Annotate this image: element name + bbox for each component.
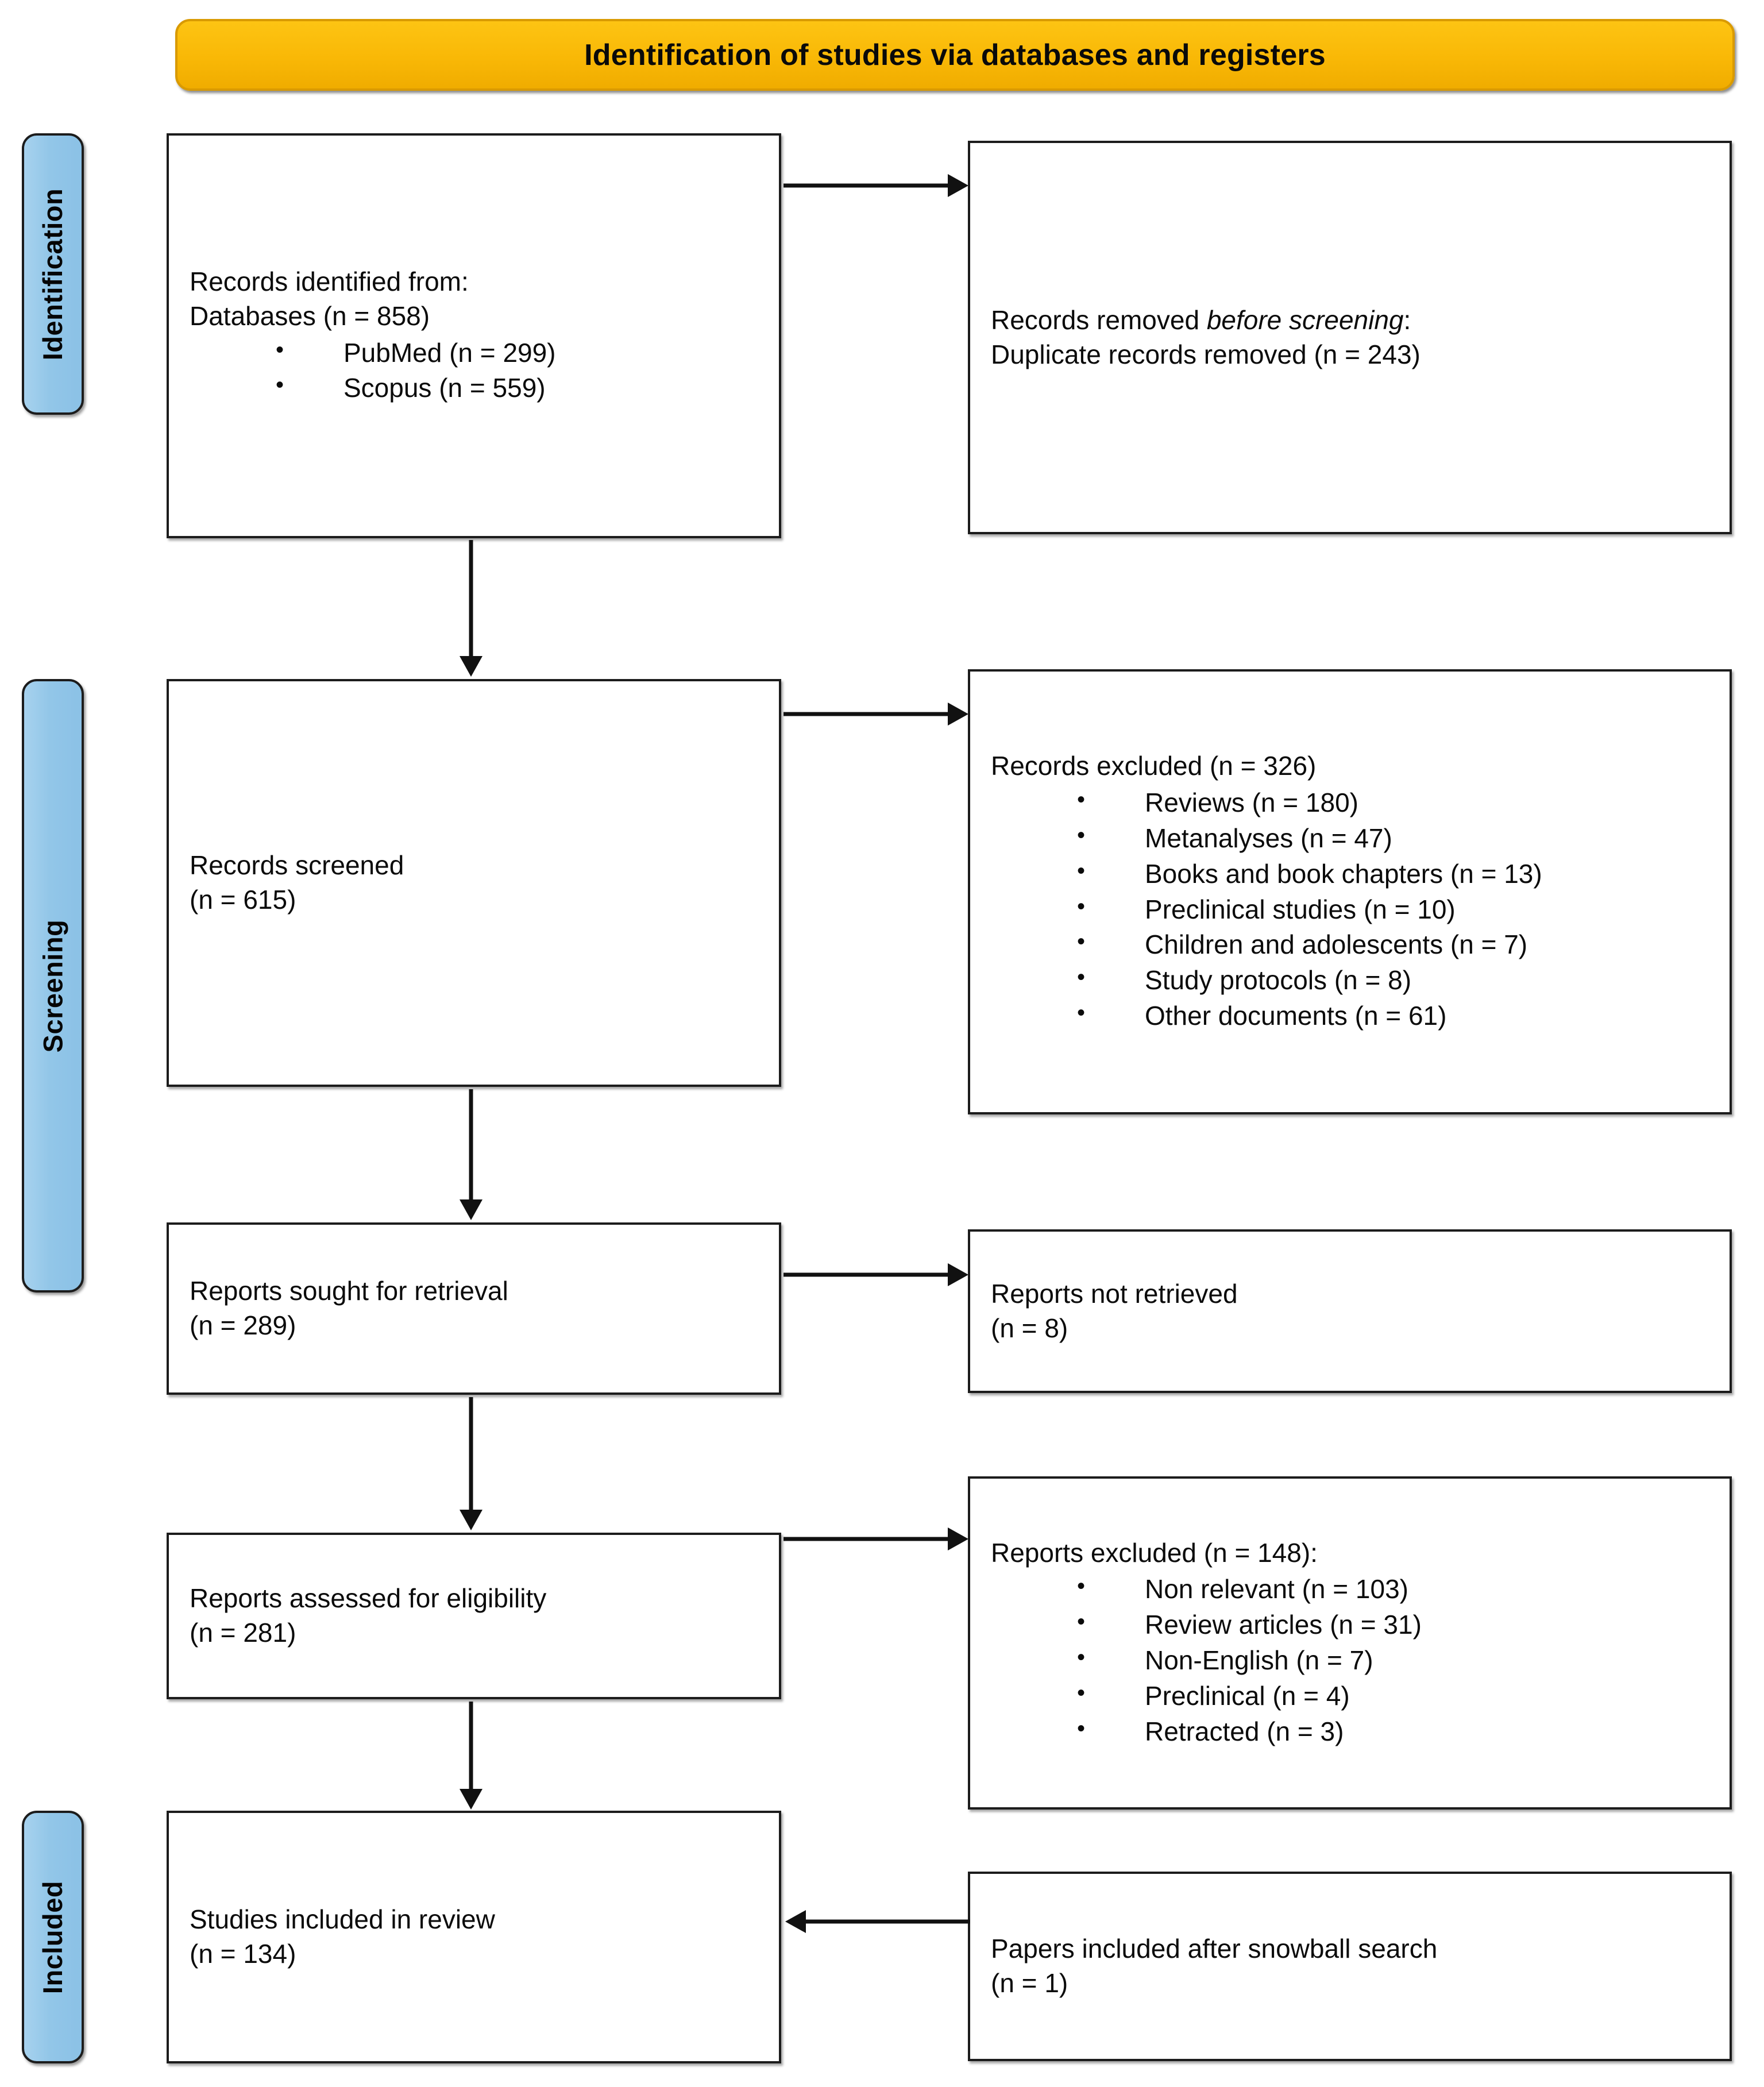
list-item: Non-English (n = 7) xyxy=(1077,1642,1712,1678)
records-removed-line1-italic: before screening xyxy=(1206,304,1404,335)
stage-rail-label-screening: Screening xyxy=(37,919,68,1052)
list-item: Retracted (n = 3) xyxy=(1077,1714,1712,1749)
reports-sought-line1: Reports sought for retrieval xyxy=(190,1276,508,1306)
list-item: Non relevant (n = 103) xyxy=(1077,1571,1712,1607)
arrow-identified-to-screened xyxy=(458,540,484,678)
reports-sought-line2: (n = 289) xyxy=(190,1310,296,1340)
reports-excluded-line1: Reports excluded (n = 148): xyxy=(991,1537,1318,1568)
records-excluded-line1: Records excluded (n = 326) xyxy=(991,751,1317,781)
list-item: Study protocols (n = 8) xyxy=(1077,962,1712,998)
records-screened-line2: (n = 615) xyxy=(190,885,296,915)
records-removed-line2: Duplicate records removed (n = 243) xyxy=(991,339,1421,369)
box-studies-included-in-review: Studies included in review (n = 134) xyxy=(167,1811,781,2063)
arrow-assessed-to-included xyxy=(458,1702,484,1811)
box-records-screened: Records screened (n = 615) xyxy=(167,679,781,1087)
box-reports-not-retrieved: Reports not retrieved (n = 8) xyxy=(968,1229,1732,1393)
stage-rail-identification: Identification xyxy=(22,133,84,415)
records-removed-line1: Records removed before screening: xyxy=(991,303,1712,338)
list-item: Preclinical studies (n = 10) xyxy=(1077,892,1712,927)
studies-included-line1: Studies included in review xyxy=(190,1904,495,1935)
arrow-screened-to-records-excluded xyxy=(783,701,970,727)
records-removed-line1-pre: Records removed xyxy=(991,304,1207,335)
records-excluded-reasons: Reviews (n = 180) Metanalyses (n = 47) B… xyxy=(991,785,1712,1033)
diagram-header-banner: Identification of studies via databases … xyxy=(175,19,1735,91)
records-identified-sources: PubMed (n = 299) Scopus (n = 559) xyxy=(190,335,762,406)
box-papers-included-snowball-search: Papers included after snowball search (n… xyxy=(968,1872,1732,2061)
arrow-screened-to-sought xyxy=(458,1089,484,1221)
records-identified-line2: Databases (n = 858) xyxy=(190,300,430,331)
records-screened-line1: Records screened xyxy=(190,850,404,881)
box-records-removed-before-screening: Records removed before screening: Duplic… xyxy=(968,141,1732,534)
reports-not-retrieved-line1: Reports not retrieved xyxy=(991,1278,1238,1309)
list-item: Books and book chapters (n = 13) xyxy=(1077,856,1712,892)
stage-rail-label-included: Included xyxy=(37,1880,68,1994)
page-title: Identification of studies via databases … xyxy=(584,38,1326,72)
arrow-sought-to-not-retrieved xyxy=(783,1262,970,1288)
list-item: PubMed (n = 299) xyxy=(276,335,762,371)
list-item: Review articles (n = 31) xyxy=(1077,1607,1712,1642)
box-records-identified: Records identified from: Databases (n = … xyxy=(167,133,781,538)
reports-assessed-line2: (n = 281) xyxy=(190,1618,296,1648)
stage-rail-screening: Screening xyxy=(22,679,84,1293)
records-removed-line1-post: : xyxy=(1403,304,1411,335)
list-item: Metanalyses (n = 47) xyxy=(1077,820,1712,856)
reports-excluded-reasons: Non relevant (n = 103) Review articles (… xyxy=(991,1571,1712,1749)
list-item: Scopus (n = 559) xyxy=(276,370,762,406)
arrow-sought-to-assessed xyxy=(458,1397,484,1532)
list-item: Other documents (n = 61) xyxy=(1077,998,1712,1033)
reports-assessed-line1: Reports assessed for eligibility xyxy=(190,1583,547,1614)
box-records-excluded: Records excluded (n = 326) Reviews (n = … xyxy=(968,669,1732,1114)
arrow-snowball-to-included xyxy=(783,1908,970,1935)
stage-rail-included: Included xyxy=(22,1811,84,2063)
list-item: Children and adolescents (n = 7) xyxy=(1077,927,1712,962)
list-item: Preclinical (n = 4) xyxy=(1077,1678,1712,1714)
box-reports-assessed-for-eligibility: Reports assessed for eligibility (n = 28… xyxy=(167,1533,781,1699)
arrow-assessed-to-reports-excluded xyxy=(783,1526,970,1552)
arrow-identified-to-removed xyxy=(783,172,970,199)
records-identified-line1: Records identified from: xyxy=(190,266,469,296)
box-reports-excluded: Reports excluded (n = 148): Non relevant… xyxy=(968,1476,1732,1810)
studies-included-line2: (n = 134) xyxy=(190,1939,296,1969)
snowball-line1: Papers included after snowball search xyxy=(991,1934,1438,1964)
snowball-line2: (n = 1) xyxy=(991,1968,1068,1998)
reports-not-retrieved-line2: (n = 8) xyxy=(991,1313,1068,1343)
stage-rail-label-identification: Identification xyxy=(37,188,68,360)
list-item: Reviews (n = 180) xyxy=(1077,785,1712,820)
box-reports-sought-for-retrieval: Reports sought for retrieval (n = 289) xyxy=(167,1222,781,1395)
